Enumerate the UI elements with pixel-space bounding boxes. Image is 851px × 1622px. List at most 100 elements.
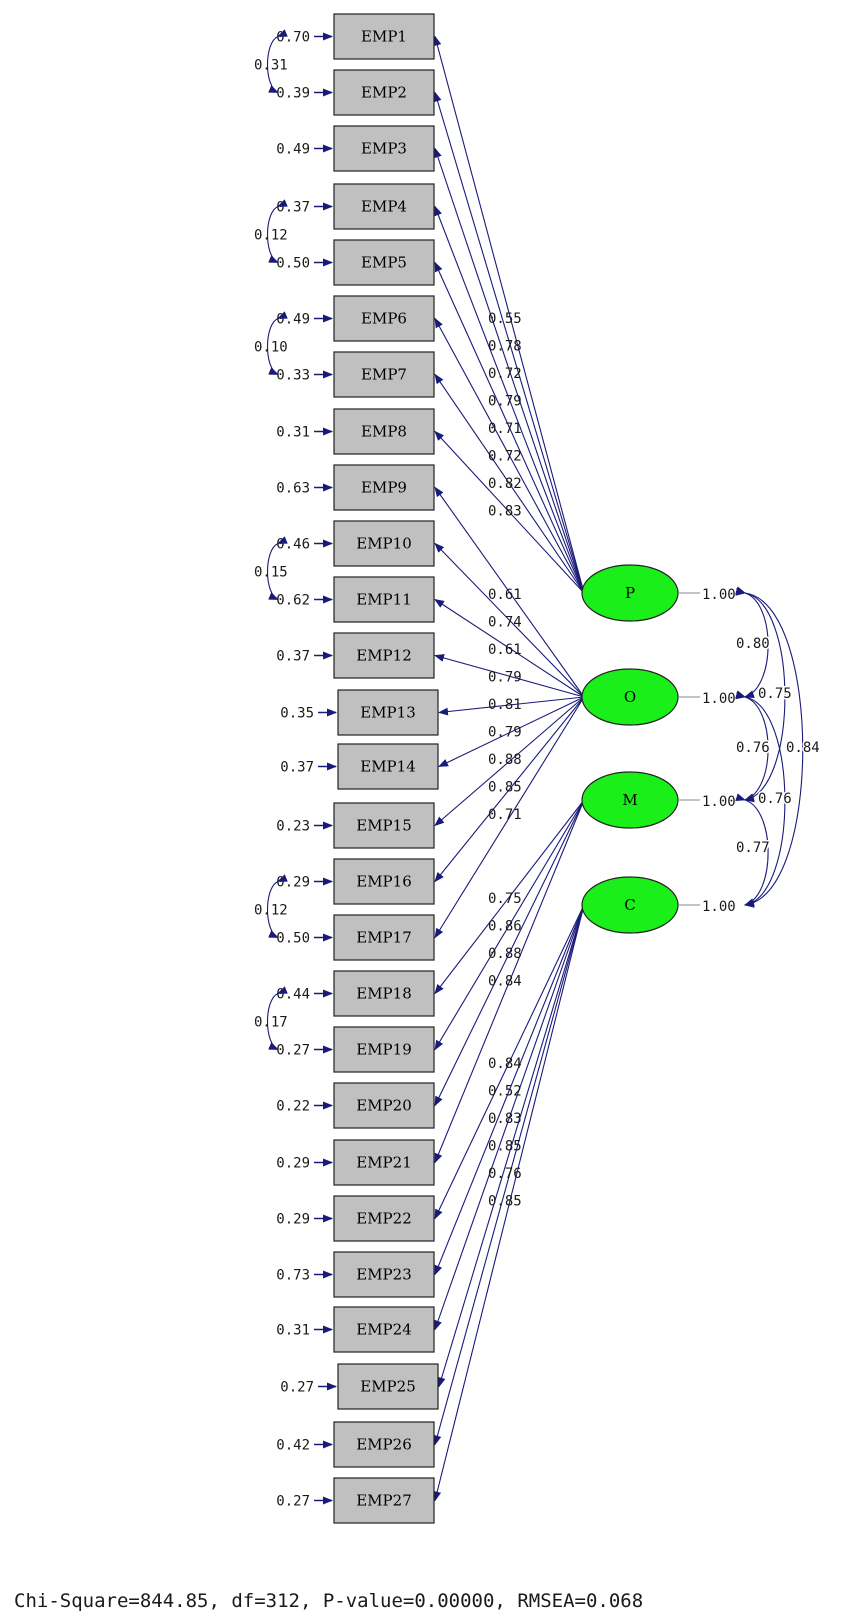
loading-path [434,799,585,995]
indicator-box-emp21 [333,1139,435,1186]
loading-label: 0.74 [488,615,522,631]
error-variance: 0.35 [280,706,314,722]
loading-label: 0.72 [488,366,522,382]
factor-label: O [624,688,636,706]
indicator-box-emp25 [337,1363,439,1410]
error-variance: 0.29 [276,1156,310,1172]
indicator-label: EMP27 [356,1492,412,1510]
indicator-label: EMP18 [356,985,412,1003]
indicator-box-emp19 [333,1026,435,1073]
loading-label: 0.76 [488,1166,522,1182]
indicator-label: EMP3 [361,140,407,158]
loading-path [438,696,585,716]
indicator-label: EMP6 [361,310,407,328]
error-variance: 0.49 [276,312,310,328]
indicator-label: EMP5 [361,254,407,272]
indicator-label: EMP20 [356,1097,412,1115]
loading-label: 0.88 [488,946,522,962]
loading-path [434,205,585,594]
indicator-label: EMP24 [356,1321,412,1339]
loading-label: 0.84 [488,974,522,990]
error-variance: 0.22 [276,1099,310,1115]
indicator-label: EMP26 [356,1436,412,1454]
indicator-box-emp26 [333,1421,435,1468]
error-variance: 0.23 [276,819,310,835]
error-covariance-label: 0.17 [254,1015,288,1031]
loading-path [434,799,585,1164]
error-variance: 0.29 [276,875,310,891]
fit-statistics: Chi-Square=844.85, df=312, P-value=0.000… [14,1590,644,1612]
loading-label: 0.83 [488,504,522,520]
error-covariance-label: 0.31 [254,58,288,74]
error-covariance-arc [267,311,288,376]
error-covariance-label: 0.15 [254,565,288,581]
correlation-arc [735,587,804,908]
indicator-label: EMP25 [360,1378,416,1396]
error-variance: 0.27 [280,1380,314,1396]
indicator-box-emp24 [333,1306,435,1353]
correlation-label: 0.76 [758,791,792,807]
loading-label: 0.79 [488,670,522,686]
loading-label: 0.71 [488,421,522,437]
factor-variance: 1.00 [702,691,736,707]
error-covariance-arc [267,199,288,264]
error-covariance-arc [267,986,288,1051]
indicator-label: EMP2 [361,84,407,102]
indicator-box-emp10 [333,520,435,567]
factor-variance: 1.00 [702,794,736,810]
loading-path [437,904,585,1388]
indicator-box-emp16 [333,858,435,905]
correlation-arc [735,793,769,907]
indicator-box-emp15 [333,802,435,849]
factor-label: C [624,896,635,914]
loading-label: 0.81 [488,697,522,713]
error-variance: 0.27 [276,1043,310,1059]
indicator-box-emp9 [333,464,435,511]
error-variance: 0.44 [276,987,310,1003]
indicator-box-emp27 [333,1477,435,1524]
loading-label: 0.85 [488,780,522,796]
indicator-box-emp1 [333,13,435,60]
indicator-box-emp3 [333,125,435,172]
indicator-label: EMP22 [356,1210,412,1228]
indicator-label: EMP13 [360,704,416,722]
indicator-label: EMP7 [361,366,407,384]
loading-path [434,542,585,698]
indicator-box-emp2 [333,69,435,116]
loading-path [434,696,585,883]
correlation-label: 0.76 [736,740,770,756]
correlation-label: 0.75 [758,686,792,702]
loading-path [434,904,585,1276]
error-variance: 0.50 [276,256,310,272]
factor-label: P [625,584,635,602]
error-variance: 0.73 [276,1268,310,1284]
loading-label: 0.75 [488,891,522,907]
loading-path [433,35,585,594]
indicator-box-emp18 [333,970,435,1017]
loading-label: 0.78 [488,339,522,355]
loading-label: 0.61 [488,642,522,658]
indicator-label: EMP12 [356,647,412,665]
indicator-box-emp22 [333,1195,435,1242]
loading-path [434,904,585,1220]
factor-variance: 1.00 [702,587,736,603]
loading-path [434,486,585,698]
loading-path [434,261,585,594]
indicator-label: EMP15 [356,817,412,835]
indicator-box-emp14 [337,743,439,790]
indicator-label: EMP21 [356,1154,412,1172]
indicator-label: EMP14 [360,758,416,776]
loading-path [434,696,585,939]
loading-path [438,696,585,767]
indicator-label: EMP4 [361,198,407,216]
indicator-label: EMP16 [356,873,412,891]
loading-path [434,696,585,827]
error-variance: 0.50 [276,931,310,947]
loading-path [434,598,585,698]
error-variance: 0.29 [276,1212,310,1228]
loading-path [434,799,585,1107]
correlation-label: 0.84 [786,740,820,756]
indicator-box-emp13 [337,689,439,736]
